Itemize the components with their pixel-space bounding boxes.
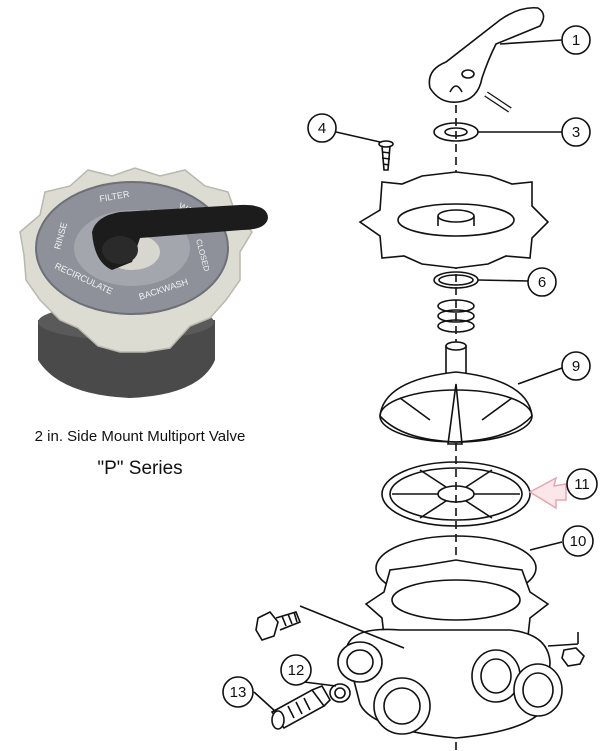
highlight-arrow-11 xyxy=(528,476,567,510)
callout-4: 4 xyxy=(307,113,337,143)
part-cover xyxy=(358,171,550,269)
leader-9 xyxy=(517,367,563,385)
caption-series: "P" Series xyxy=(97,458,183,479)
valve-photo-handle xyxy=(92,204,268,270)
svg-text:3: 3 xyxy=(572,124,580,141)
svg-text:13: 13 xyxy=(230,684,247,701)
part-screw xyxy=(378,140,394,171)
svg-text:12: 12 xyxy=(288,662,305,679)
caption-title: 2 in. Side Mount Multiport Valve xyxy=(34,428,246,445)
svg-text:4: 4 xyxy=(318,120,326,137)
part-spring xyxy=(437,299,475,333)
part-handle-pin xyxy=(484,91,512,113)
part-rotor xyxy=(379,341,533,445)
part-drain-plug xyxy=(270,684,331,730)
callout-13: 13 xyxy=(222,676,254,708)
leader-6 xyxy=(477,279,529,282)
leader-1 xyxy=(499,39,563,45)
callout-11: 11 xyxy=(566,468,598,500)
svg-text:9: 9 xyxy=(572,358,580,375)
callout-3: 3 xyxy=(561,117,591,147)
part-handle xyxy=(428,6,545,104)
part-small-o-ring xyxy=(329,683,351,703)
leader-4 xyxy=(335,131,381,143)
svg-text:11: 11 xyxy=(574,476,590,493)
leader-13 xyxy=(253,691,277,713)
exploded-view xyxy=(253,6,585,751)
svg-text:10: 10 xyxy=(570,533,587,550)
callout-9: 9 xyxy=(561,351,591,381)
part-spider-gasket xyxy=(381,461,531,527)
callout-12: 12 xyxy=(280,654,312,686)
callout-1: 1 xyxy=(561,25,591,55)
svg-text:1: 1 xyxy=(572,32,580,49)
callout-10: 10 xyxy=(562,525,594,557)
svg-text:6: 6 xyxy=(538,274,546,291)
valve-photo: FILTER WINTERIZE WASTE CLOSED BACKWASH R… xyxy=(19,167,268,398)
leader-10 xyxy=(529,541,563,551)
part-bolt xyxy=(255,605,405,649)
leader-12 xyxy=(303,681,337,687)
callout-6: 6 xyxy=(527,267,557,297)
part-valve-body xyxy=(337,559,585,739)
callouts: 1 3 4 6 9 11 10 12 xyxy=(222,25,598,708)
